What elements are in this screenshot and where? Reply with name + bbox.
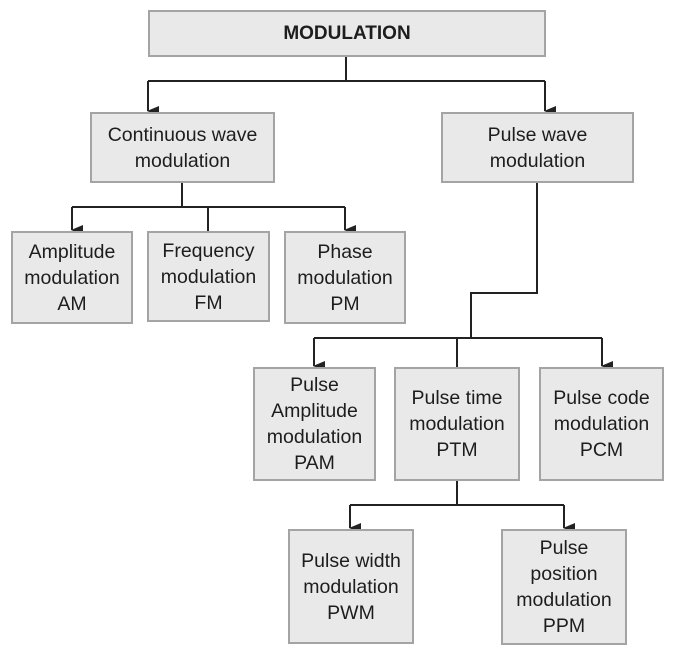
node-label-line: modulation <box>553 413 650 435</box>
node-label-line: AM <box>57 292 87 315</box>
node-label-line: modulation <box>303 575 399 598</box>
node-label-line: modulation <box>160 265 257 288</box>
node-label-line: Pulse code <box>553 387 650 409</box>
node-label-line: Continuous wave <box>107 123 258 146</box>
node-label-line: Frequency <box>162 239 255 262</box>
node-label-line: PM <box>330 292 360 315</box>
node-label-line: modulation <box>266 426 363 448</box>
node-label-line: Pulse <box>539 537 589 559</box>
node-label-line: FM <box>194 291 223 314</box>
node-label-line: Amplitude <box>28 240 116 263</box>
node-label-line: PPM <box>542 615 586 637</box>
node-label-line: position <box>530 563 598 585</box>
node-label-line: modulation <box>134 149 231 172</box>
connector-pw-trunk <box>470 183 538 338</box>
node-pulse-wave-modulation: Pulse wave modulation <box>441 112 634 183</box>
node-label-line: Pulse wave <box>487 123 588 146</box>
node-label-line: Pulse <box>290 374 339 396</box>
node-label-line: MODULATION <box>283 22 411 44</box>
node-continuous-wave-modulation: Continuous wave modulation <box>90 112 275 183</box>
node-label-line: Pulse time <box>411 387 503 409</box>
node-label-line: modulation <box>297 266 393 289</box>
node-label-line: Pulse width <box>301 549 401 572</box>
node-label-line: Phase <box>317 240 373 263</box>
node-label-line: PAM <box>294 452 335 474</box>
node-label-line: PTM <box>436 439 478 461</box>
node-label-line: Amplitude <box>271 400 358 422</box>
node-label-line: modulation <box>516 589 612 611</box>
node-label-line: PCM <box>579 439 624 461</box>
node-label-line: modulation <box>409 413 505 435</box>
node-label-line: PWM <box>327 601 375 624</box>
node-modulation: MODULATION <box>148 10 546 57</box>
node-label-line: modulation <box>24 266 120 289</box>
node-label-line: modulation <box>489 149 586 172</box>
